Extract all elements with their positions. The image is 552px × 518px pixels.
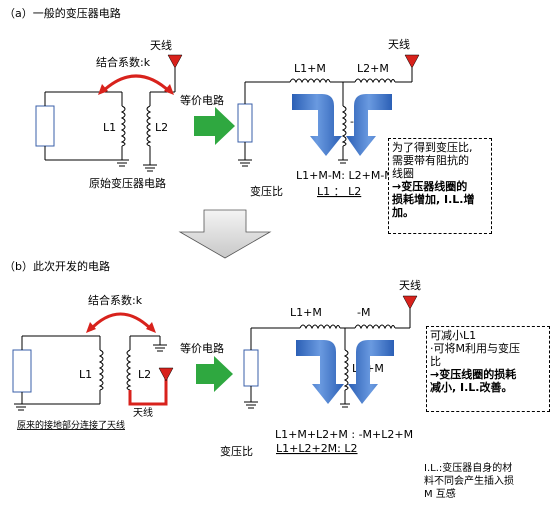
footnote-il: I.L.:变压器自身的材 <box>424 463 513 474</box>
blue-arrow-left-icon <box>292 94 342 156</box>
coil-l1-original <box>120 105 126 147</box>
l1-label-b: L1 <box>79 368 92 381</box>
equiv-circuit-b <box>243 302 411 409</box>
note-a-line5: 损耗增加, I.L.增 <box>392 193 475 206</box>
l2m-label-a: L2+M <box>357 62 389 75</box>
coil-l2-new <box>126 349 132 391</box>
note-box-b: 可减小L1 ·可将M利用与变压 比 →变压线圈的损耗 减小, I.L.改善。 <box>426 326 550 412</box>
footnote: I.L.:变压器自身的材 料不同会产生插入损 M 互感 <box>424 462 552 501</box>
negm-label-b: -M <box>357 306 370 319</box>
antenna-icon-right-b <box>402 295 418 310</box>
ratio-expr-a: L1+M-M: L2+M-M <box>296 169 394 182</box>
antenna-icon-right-a <box>404 54 420 69</box>
green-arrow-icon <box>194 107 235 145</box>
equiv-label-b: 等价电路 <box>180 341 224 355</box>
note-a-line1: 为了得到变压比, <box>392 141 473 154</box>
blue-arrow-right-icon <box>346 94 392 156</box>
antenna-label-right-b: 天线 <box>399 278 421 292</box>
coupling-arrow-head-right <box>164 84 174 95</box>
note-b-line3: 比 <box>430 355 441 368</box>
note-b-line5: 减小, I.L.改善。 <box>430 381 513 394</box>
coupling-arrow-b-head-left <box>86 322 96 333</box>
coupling-arrow-icon <box>100 74 172 94</box>
coupling-arrow-icon-b <box>88 312 154 332</box>
ratio-label-b: 变压比 <box>220 444 253 458</box>
l1m-label-a: L1+M <box>294 62 326 75</box>
antenna-icon <box>167 54 183 69</box>
blue-arrow-right-b-icon <box>348 340 394 404</box>
equiv-circuit-a <box>237 60 413 167</box>
blue-arrow-left-b-icon <box>296 340 344 404</box>
note-a-line2: 需要带有阻抗的 <box>392 154 469 167</box>
coil-l1-new <box>98 349 104 391</box>
l2-label-a: L2 <box>155 121 168 134</box>
ratio-expr2-b: L1+L2+2M: L2 <box>276 442 358 455</box>
ratio-expr1-b: L1+M+L2+M : -M+L2+M <box>275 428 413 441</box>
coupling-arrow-b-head-right <box>146 322 156 333</box>
note-a-line4: →变压器线圈的 <box>392 180 468 193</box>
note-b-line2: ·可将M利用与变压 <box>430 342 520 355</box>
note-a-line3: 线圈 <box>392 167 414 180</box>
coupling-label-a: 结合系数:k <box>96 55 151 69</box>
green-arrow-icon-b <box>196 356 233 392</box>
caption-b: 原来的接地部分连接了天线 <box>17 419 125 431</box>
section-b-title: （b）此次开发的电路 <box>4 259 110 273</box>
coupling-arrow-head-left <box>98 84 108 95</box>
antenna-label-b: 天线 <box>133 406 153 419</box>
new-circuit <box>12 335 167 411</box>
note-a-line6: 加。 <box>392 206 414 219</box>
note-b-line4: →变压线圈的损耗 <box>430 368 517 381</box>
antenna-label-right-a: 天线 <box>388 37 410 51</box>
down-arrow-icon <box>178 209 272 259</box>
l2-label-b: L2 <box>138 368 151 381</box>
equiv-label-a: 等价电路 <box>180 93 224 107</box>
original-circuit-label: 原始变压器电路 <box>89 176 166 190</box>
original-circuit <box>35 60 176 172</box>
ratio-value-a: L1 ： L2 <box>317 185 361 198</box>
antenna-icon-b <box>158 367 174 382</box>
antenna-wire-red <box>128 376 168 406</box>
section-a-title: （a）一般的变压器电路 <box>4 6 121 20</box>
footnote-m: M 互感 <box>424 489 456 500</box>
ratio-label-a: 变压比 <box>250 184 283 198</box>
note-box-a: 为了得到变压比, 需要带有阻抗的 线圈 →变压器线圈的 损耗增加, I.L.增 … <box>388 138 492 234</box>
coil-l2-original <box>146 105 152 147</box>
footnote-il2: 料不同会产生插入损 <box>424 476 514 487</box>
note-b-line1: 可减小L1 <box>430 329 477 342</box>
antenna-label-a: 天线 <box>150 38 172 52</box>
l1-label-a: L1 <box>103 121 116 134</box>
coupling-label-b: 结合系数:k <box>88 293 143 307</box>
l1m-label-b: L1+M <box>290 306 322 319</box>
